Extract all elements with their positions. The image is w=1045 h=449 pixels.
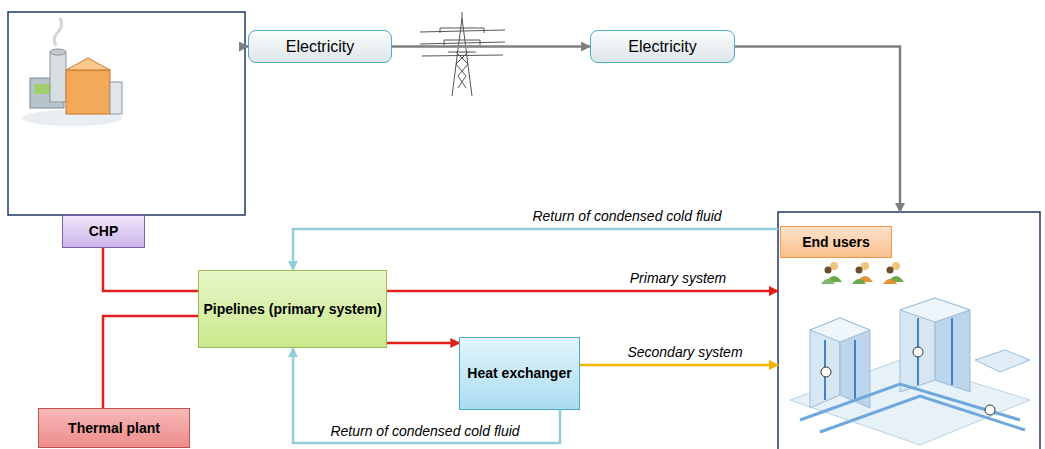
node-label-box: End users xyxy=(780,226,892,258)
end-users-node: End users xyxy=(778,212,1040,449)
district-buildings xyxy=(790,298,1030,445)
heat-exchanger-box: Heat exchanger xyxy=(459,337,579,410)
electricity-box: Electricity xyxy=(590,30,735,63)
flow-connector xyxy=(293,229,778,270)
flow-connector xyxy=(735,47,900,213)
power-pylon xyxy=(420,12,505,96)
thermal-plant-box: Thermal plant xyxy=(38,408,190,448)
chp-plant-icon xyxy=(22,18,122,126)
flow-connector xyxy=(580,364,778,367)
flow-connector xyxy=(392,45,590,48)
pipelines-box: Pipelines (primary system) xyxy=(198,270,387,348)
flow-connector xyxy=(103,316,198,408)
flow-connector xyxy=(103,248,198,291)
flow-connector xyxy=(387,342,459,345)
people-icons xyxy=(821,262,904,284)
node-text: CHP xyxy=(89,223,119,240)
flow-connector xyxy=(387,290,778,293)
chp-frame xyxy=(8,12,245,215)
edge-label: Return of condensed cold fluid xyxy=(327,423,522,439)
node-text: Electricity xyxy=(286,37,354,56)
node-text: Heat exchanger xyxy=(467,365,571,382)
node-label-box: CHP xyxy=(62,215,145,248)
edge-label: Primary system xyxy=(627,270,729,286)
chp-node: CHP xyxy=(8,12,245,248)
node-text: End users xyxy=(802,234,870,251)
node-text: Pipelines (primary system) xyxy=(203,301,381,318)
users-frame xyxy=(778,212,1040,449)
edge-label: Secondary system xyxy=(624,344,745,360)
node-text: Electricity xyxy=(628,37,696,56)
node-text: Thermal plant xyxy=(68,420,160,437)
edge-label: Return of condensed cold fluid xyxy=(529,208,724,224)
electricity-box: Electricity xyxy=(248,30,392,63)
